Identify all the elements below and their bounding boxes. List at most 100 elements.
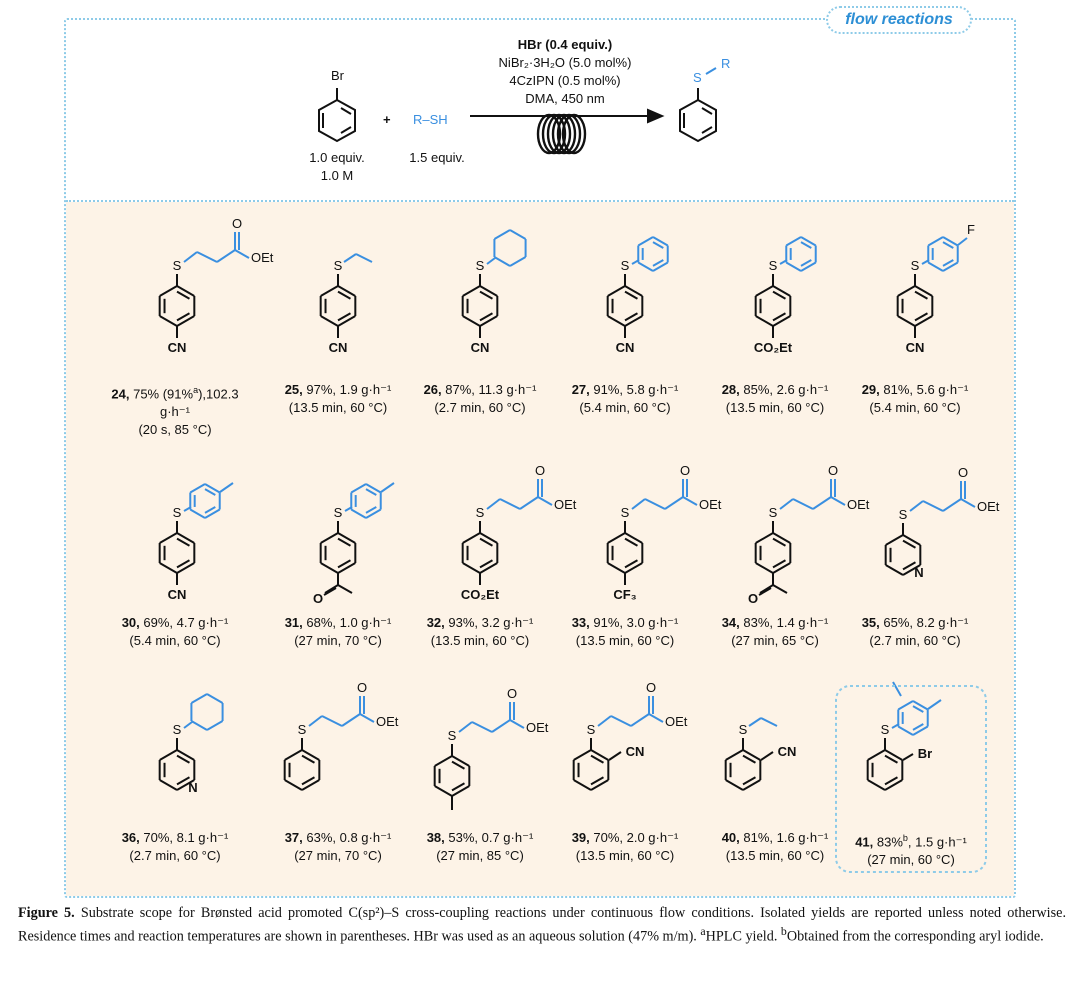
compound-32-ch2 (486, 498, 501, 510)
compound-34-me (772, 584, 788, 594)
compound-41-ring-bond (884, 749, 903, 761)
compound-37-oet-label: OEt (376, 714, 399, 729)
compound-30-ring-bond (159, 562, 178, 574)
compound-29-cn-label: CN (906, 340, 925, 355)
compound-38-ring-bond (434, 785, 453, 797)
compound-39-o-label: O (646, 680, 656, 695)
arrow-head (647, 108, 665, 124)
compound-30-ring-bond (159, 532, 178, 544)
compound-29-ph-bond (927, 261, 944, 272)
compound-number: 40, (721, 830, 740, 845)
compound-34-s-label: S (769, 505, 778, 520)
compound-31-ph-double (365, 506, 377, 514)
compound-26-ring-bond (462, 285, 481, 297)
compound-25-ethyl-2 (355, 253, 373, 263)
compound-28-ring-double-bond (772, 290, 786, 300)
compound-39-ring-double-bond (590, 776, 604, 786)
compound-number: 25, (284, 382, 303, 397)
compound-31-ring-bond (337, 562, 356, 574)
compound-28-ph-double (800, 259, 812, 267)
residence-conditions: (27 min, 85 °C) (436, 848, 524, 863)
compound-number: 24, (111, 386, 130, 402)
yield-value: 83%, 1.4 g·h⁻¹ (739, 615, 829, 630)
footnote-mark: b (902, 833, 908, 843)
compound-number: 27, (571, 382, 590, 397)
compound-39-ring-bond (590, 779, 609, 791)
compound-29-yield: 29, 81%, 5.6 g·h⁻¹(5.4 min, 60 °C) (840, 381, 990, 417)
compound-25-ring-bond (320, 315, 339, 327)
compound-33-co (664, 496, 684, 510)
compound-27-s-label: S (621, 258, 630, 273)
compound-40-cn-bond (760, 751, 774, 761)
flow-coil-icon (536, 113, 587, 155)
compound-24-ch2 (183, 251, 198, 263)
compound-31-ph-bond (365, 483, 382, 494)
residence-conditions: (13.5 min, 60 °C) (288, 400, 388, 415)
compound-31-ph-double (365, 488, 377, 496)
compound-41-ph-bond (897, 725, 914, 736)
compound-25-ring-bond (337, 285, 356, 297)
reagent-solvent: DMA, 450 nm (525, 91, 604, 106)
compound-36-s-label: S (173, 722, 182, 737)
compound-34-ring-bond (772, 562, 791, 574)
compound-29-ring-double-bond (914, 290, 928, 300)
compound-32-yield: 32, 93%, 3.2 g·h⁻¹(13.5 min, 60 °C) (405, 614, 555, 650)
product-structure (679, 67, 717, 143)
compound-41-ring-bond (884, 779, 903, 791)
compound-29-s-label: S (911, 258, 920, 273)
residence-conditions: (13.5 min, 60 °C) (575, 848, 675, 863)
compound-30-ph-bond (189, 508, 206, 519)
compound-35-ch2 (909, 500, 924, 512)
caption-label: Figure 5. (18, 905, 75, 921)
residence-conditions: (2.7 min, 60 °C) (129, 848, 221, 863)
yield-value: 81%, 5.6 g·h⁻¹ (879, 382, 969, 397)
bromobenzene-structure (318, 88, 356, 143)
compound-33-ch2b (644, 498, 666, 510)
yield-value: 83% (873, 834, 903, 850)
compound-29-ph-bond (927, 236, 944, 247)
flow-reactions-frame (64, 18, 1016, 898)
compound-27-ring-bond (607, 315, 626, 327)
compound-31-s-label: S (334, 505, 343, 520)
compound-27-ph-bond (637, 261, 654, 272)
yield-value: 63%, 0.8 g·h⁻¹ (302, 830, 392, 845)
compound-29-c-f (957, 237, 968, 246)
compound-29-ph-bond (942, 236, 959, 247)
compound-28-s-label: S (769, 258, 778, 273)
compound-30-yield: 30, 69%, 4.7 g·h⁻¹(5.4 min, 60 °C) (100, 614, 250, 650)
residence-conditions: (5.4 min, 60 °C) (869, 400, 961, 415)
compound-30-ring-double-bond (176, 559, 190, 569)
compound-31-co2 (323, 587, 337, 596)
compound-number: 28, (721, 382, 740, 397)
compound-number: 37, (284, 830, 303, 845)
compound-41-ring-bond (867, 749, 886, 761)
compound-24-ring-bond (176, 315, 195, 327)
compound-41-ring-bond (867, 779, 886, 791)
compound-35-ring-double-bond (902, 561, 916, 571)
reagent-4czipn: 4CzIPN (0.5 mol%) (509, 73, 620, 88)
compound-32-ring-bond (479, 532, 498, 544)
residence-conditions: (27 min, 65 °C) (731, 633, 819, 648)
compound-37-ch2 (308, 715, 323, 727)
compound-27-ph-bond (637, 236, 654, 247)
compound-33-ring-bond (624, 562, 643, 574)
compound-38-ch2 (458, 721, 473, 733)
compound-number: 41, (855, 834, 874, 850)
compound-37-ring-double-bond (301, 754, 315, 764)
compound-number: 36, (121, 830, 140, 845)
substrate-structures: SCNOOEtSCNSCNSCNSCO₂EtSCNFSCNSOSCO₂EtOOE… (158, 216, 1000, 810)
compound-38-c-oet (509, 719, 525, 729)
yield-value: 69%, 4.7 g·h⁻¹ (139, 615, 229, 630)
compound-39-oet-label: OEt (665, 714, 688, 729)
compound-34-co2 (758, 587, 772, 596)
compound-39-cn: CN (626, 744, 645, 759)
yield-value: 70%, 2.0 g·h⁻¹ (589, 830, 679, 845)
compound-41-highlight-box (835, 685, 987, 873)
compound-31-ph-bond (350, 508, 367, 519)
compound-31-ph-bond (350, 483, 367, 494)
compound-32-ring-double-bond (479, 559, 493, 569)
compound-35-ring-bond (885, 534, 904, 546)
compound-24-ring-double-bond (176, 290, 190, 300)
compound-24-cn-label: CN (168, 340, 187, 355)
compound-33-oet-label: OEt (699, 497, 722, 512)
